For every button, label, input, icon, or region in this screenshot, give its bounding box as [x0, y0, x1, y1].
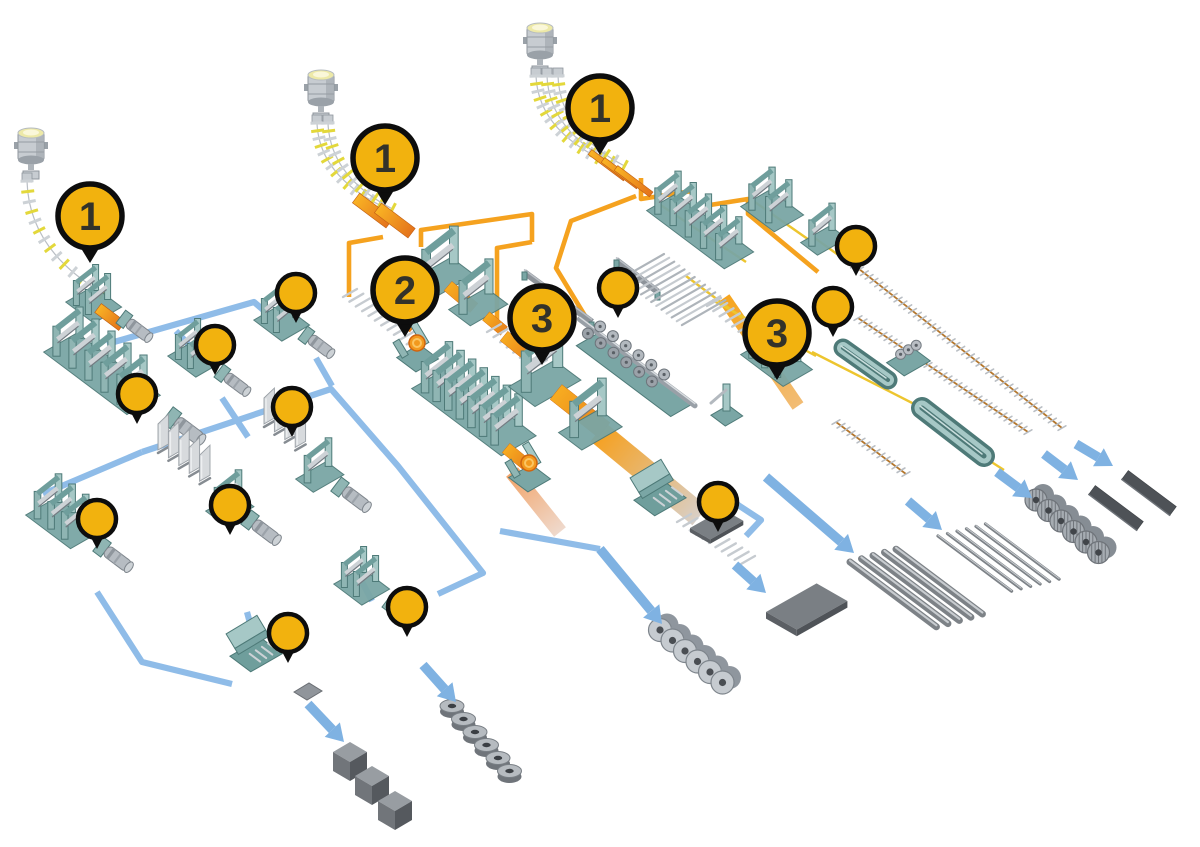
flow-arrow-icon [731, 561, 766, 593]
drive-unit [92, 536, 134, 573]
pin-number: 1 [589, 87, 611, 131]
multi-stand-mill [575, 316, 698, 418]
roller-conveyor [840, 255, 1067, 432]
flow-arrow-icon [304, 700, 344, 742]
hot-strip [482, 311, 508, 336]
furnace-section [156, 412, 212, 486]
flow-arrow-icon [994, 468, 1032, 498]
finishing-mill [410, 341, 538, 457]
drive-unit [297, 325, 336, 359]
roughing-stand [447, 258, 509, 327]
product-blooms [333, 742, 412, 830]
pin-3-plate-line[interactable]: 3 [507, 283, 577, 365]
pin-unit-7[interactable] [266, 611, 310, 663]
plate-shear [629, 458, 688, 517]
downcoiler [504, 441, 552, 493]
pin-unit-5[interactable] [75, 497, 119, 549]
pin-unit-6[interactable] [208, 483, 252, 535]
pin-number: 3 [766, 312, 788, 356]
product-flat-strips [1087, 470, 1177, 532]
pin-1-slab-caster[interactable]: 1 [55, 181, 125, 263]
drive-unit [115, 309, 154, 343]
pin-unit-9[interactable] [596, 266, 640, 318]
thin-slab-caster [304, 69, 397, 216]
product-heavy-plate [766, 583, 848, 637]
pin-unit-3[interactable] [115, 372, 159, 424]
roller-conveyor [853, 314, 1033, 436]
pin-number: 3 [531, 297, 553, 341]
mill-stand [294, 437, 345, 493]
pin-number: 1 [374, 137, 396, 181]
drive-unit [213, 363, 252, 397]
pin-1-thin-slab-caster[interactable]: 1 [350, 123, 420, 205]
slab-caster [14, 127, 108, 300]
pin-unit-10[interactable] [834, 224, 878, 276]
water-cooling-line [833, 338, 898, 390]
product-round-bars [846, 545, 986, 631]
flow-arrow-icon [762, 473, 854, 553]
pusher-unit [709, 383, 744, 427]
flow-arrow-icon [1073, 439, 1113, 467]
cooling-line [911, 397, 995, 467]
product-bars [936, 522, 1061, 593]
pin-1-billet-caster[interactable]: 1 [565, 73, 635, 155]
pin-number: 1 [79, 195, 101, 239]
product-hot-strip-coils [647, 613, 741, 695]
pin-unit-4[interactable] [270, 385, 314, 437]
flow-arrow-icon [419, 661, 456, 702]
cut-sheet [293, 682, 323, 701]
billet-caster [523, 22, 629, 173]
flow-arrows [304, 439, 1113, 742]
flow-arrow-icon [596, 545, 662, 624]
product-ring-coils [439, 699, 522, 783]
plate-mill-stand [557, 377, 624, 451]
mill-stand [332, 546, 391, 606]
coil-box [392, 321, 440, 373]
step-markers: 1 1 1 2 3 3 [55, 73, 878, 663]
roller-conveyor [831, 418, 911, 478]
hot-billet [613, 165, 654, 198]
pin-unit-1[interactable] [274, 271, 318, 323]
cut-to-length-shear [225, 614, 284, 673]
drive-unit [330, 476, 372, 513]
pin-unit-12[interactable] [696, 480, 740, 532]
hot-slab [373, 202, 416, 239]
bar-roughing-train [645, 170, 755, 270]
pin-number: 2 [394, 269, 416, 313]
bar-stand [799, 202, 848, 256]
pin-2-strip-line[interactable]: 2 [370, 255, 440, 337]
pin-unit-2[interactable] [193, 323, 237, 375]
wire-rod-block [885, 339, 932, 377]
pin-unit-8[interactable] [385, 585, 429, 637]
bar-stands [739, 166, 805, 233]
flow-arrow-icon [904, 497, 942, 530]
flow-arrow-icon [1041, 450, 1078, 480]
drive-unit [240, 509, 282, 546]
pin-unit-11[interactable] [811, 285, 855, 337]
pin-3-bar-line[interactable]: 3 [742, 298, 812, 380]
